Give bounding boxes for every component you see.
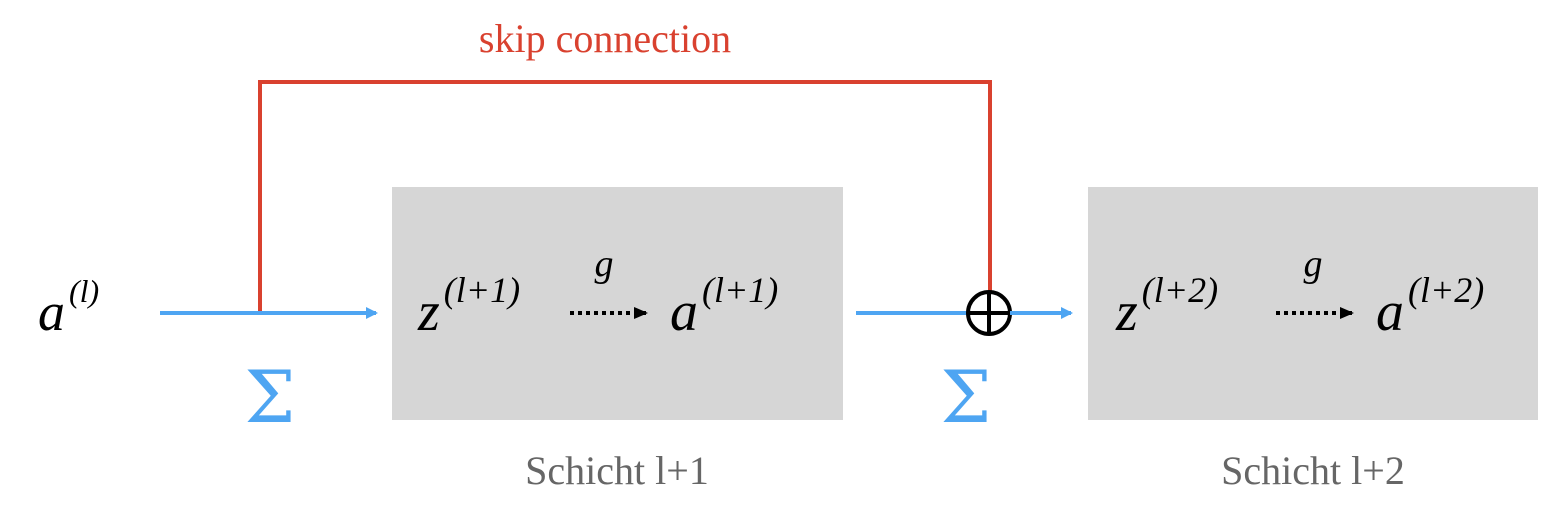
layer2-caption: Schicht l+2	[1221, 448, 1405, 493]
skip-connection-label: skip connection	[479, 16, 731, 61]
layer1-z: z (l+1)	[417, 270, 520, 343]
input-superscript: (l)	[69, 273, 99, 309]
sum-symbol-2: Σ	[941, 355, 992, 439]
layer1-a-superscript: (l+1)	[702, 270, 778, 310]
layer1-activation-label: g	[595, 243, 614, 285]
layer1-z-base: z	[417, 281, 440, 343]
layer2-a: a (l+2)	[1376, 270, 1484, 343]
layer-box-1	[392, 187, 843, 420]
layer2-a-superscript: (l+2)	[1408, 270, 1484, 310]
layer2-z-base: z	[1115, 281, 1138, 343]
layer2-z: z (l+2)	[1115, 270, 1218, 343]
layer1-caption: Schicht l+1	[525, 448, 709, 493]
input-base: a	[38, 282, 65, 342]
layer1-z-superscript: (l+1)	[444, 270, 520, 310]
layer2-z-superscript: (l+2)	[1142, 270, 1218, 310]
sum-symbol-1: Σ	[245, 355, 296, 439]
layer-box-2	[1088, 187, 1538, 420]
layer1-a: a (l+1)	[670, 270, 778, 343]
layer1-a-base: a	[670, 281, 698, 343]
input-activation: a (l)	[38, 273, 99, 342]
layer2-activation-label: g	[1304, 243, 1323, 285]
skip-connection-path	[258, 80, 992, 313]
layer2-a-base: a	[1376, 281, 1404, 343]
